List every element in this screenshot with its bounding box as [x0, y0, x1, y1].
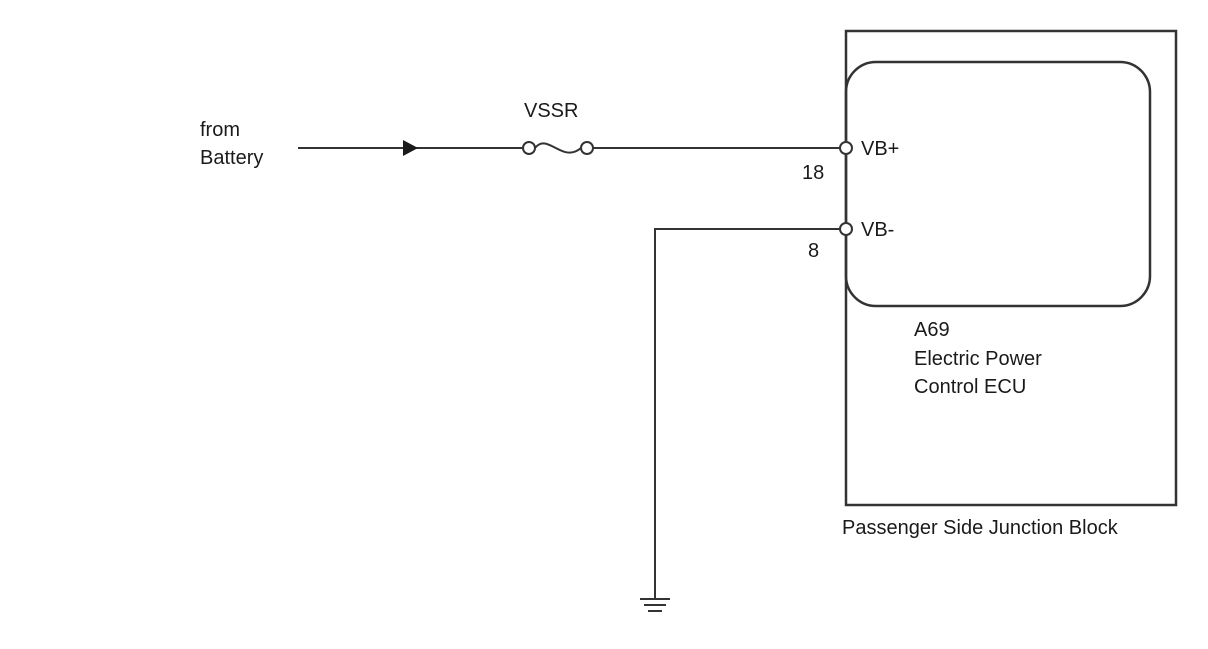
vb-plus-pin: 18	[802, 162, 824, 184]
source-label-line2: Battery	[200, 147, 263, 169]
fuse-icon	[522, 141, 594, 155]
fuse-label: VSSR	[524, 100, 578, 122]
vb-plus-terminal-icon	[839, 141, 853, 155]
ecu-code: A69	[914, 319, 950, 341]
ecu-box	[844, 60, 1152, 308]
source-label-line1: from	[200, 119, 240, 141]
ground-symbol-icon	[640, 598, 670, 612]
ground-wire	[654, 228, 840, 598]
junction-block-label: Passenger Side Junction Block	[842, 517, 1119, 539]
vb-minus-pin: 8	[808, 240, 819, 262]
arrow-right-icon	[403, 140, 418, 156]
vb-minus-terminal-icon	[839, 222, 853, 236]
ecu-name-line2: Control ECU	[914, 376, 1026, 398]
vb-plus-label: VB+	[861, 138, 899, 160]
junction-block-box	[844, 29, 1178, 507]
vb-minus-label: VB-	[861, 219, 894, 241]
ecu-name-line1: Electric Power	[914, 348, 1042, 370]
